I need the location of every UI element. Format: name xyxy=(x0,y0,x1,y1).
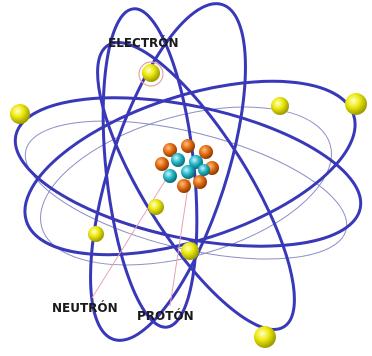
thin-orbit-2 xyxy=(40,106,332,266)
electron xyxy=(88,226,104,242)
pointer-lines xyxy=(91,173,191,307)
orbit-steep-left xyxy=(89,2,247,342)
proton xyxy=(198,164,210,176)
proton xyxy=(163,169,177,183)
proton xyxy=(171,153,185,167)
neutron xyxy=(155,157,169,171)
electron-highlight-ring xyxy=(138,61,164,87)
electrons xyxy=(10,64,367,348)
neutron xyxy=(199,145,213,159)
electron-label: ELECTRÓN xyxy=(108,35,179,50)
neutron xyxy=(181,139,195,153)
neutron-label: NEUTRÓN xyxy=(52,300,118,315)
proton-pointer xyxy=(169,173,191,307)
orbit-wide-tilted-up xyxy=(23,79,357,257)
electron xyxy=(10,104,30,124)
electron xyxy=(271,97,289,115)
neutron-pointer xyxy=(91,175,169,299)
electron xyxy=(345,93,367,115)
proton-label: PROTÓN xyxy=(137,308,194,323)
electron xyxy=(254,326,276,348)
proton xyxy=(189,155,203,169)
nucleus xyxy=(155,139,219,193)
neutron xyxy=(177,179,191,193)
electron xyxy=(181,242,199,260)
proton xyxy=(181,165,195,179)
orbit-wide-tilted-down xyxy=(13,96,363,248)
neutron xyxy=(163,143,177,157)
neutron xyxy=(193,175,207,189)
electron xyxy=(142,64,160,82)
electron xyxy=(148,199,164,215)
